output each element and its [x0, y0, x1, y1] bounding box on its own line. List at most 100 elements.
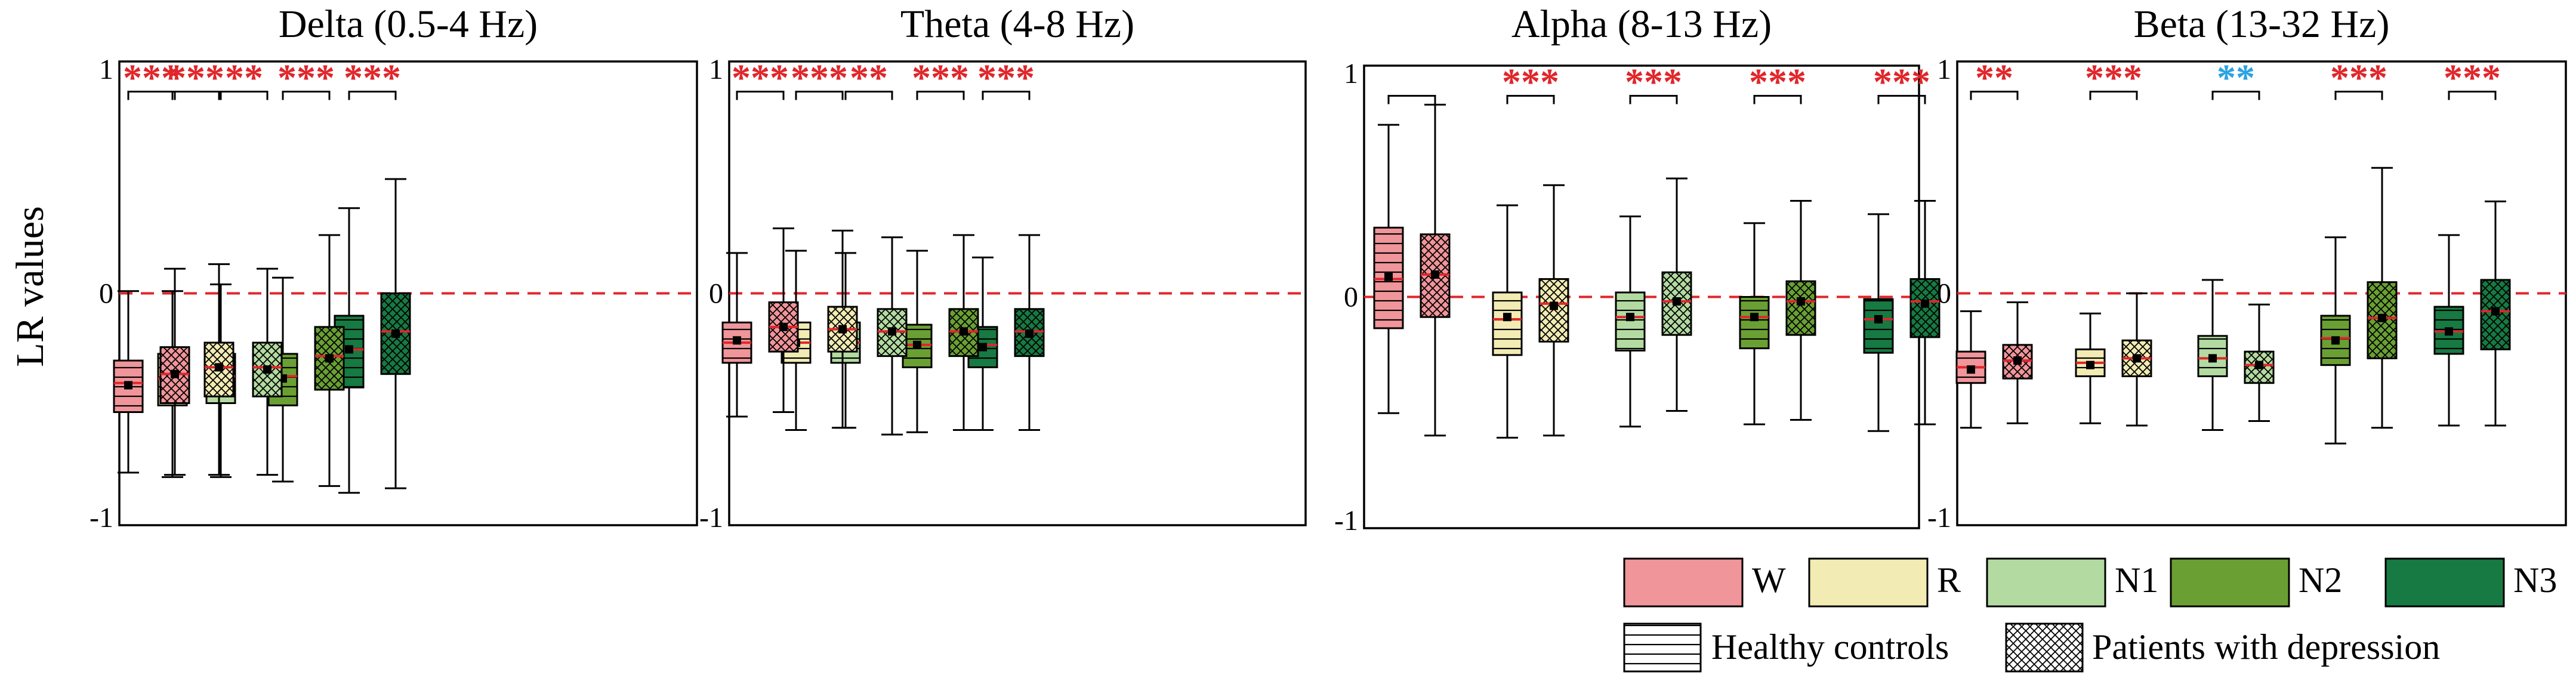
chart-panel: Beta (13-32 Hz)10-1*************	[1927, 2, 2567, 534]
mean-marker	[1503, 313, 1511, 322]
significance-bracket	[795, 91, 844, 100]
box-pattern	[1493, 292, 1522, 355]
y-tick-label: 0	[1937, 278, 1951, 310]
box-patients-N3	[380, 178, 411, 489]
box-patients-R	[203, 263, 235, 476]
mean-marker	[2491, 307, 2500, 316]
box-outline	[2367, 281, 2398, 359]
significance-bracket	[2334, 91, 2383, 100]
significance-bracket	[1877, 94, 1926, 104]
significance-stars: **	[225, 57, 263, 99]
mean-marker	[2086, 360, 2094, 369]
significance-bracket	[844, 91, 893, 100]
box-patients-N1	[2244, 303, 2275, 423]
box-patients-W	[768, 227, 799, 414]
mean-marker	[888, 327, 896, 336]
significance-stars: ***	[912, 57, 969, 99]
chart-panel: Alpha (8-13 Hz)10-1************	[1334, 2, 1941, 537]
box-outline	[1863, 298, 1894, 354]
mean-marker	[2255, 360, 2263, 369]
chart-title: Theta (4-8 Hz)	[900, 2, 1134, 46]
box-healthy-R	[2075, 312, 2106, 424]
box-outline	[203, 341, 235, 397]
significance-bracket	[1506, 94, 1555, 104]
y-tick-label: -1	[1927, 502, 1951, 534]
legend-item-healthy: Healthy controls	[1623, 622, 1949, 673]
significance-bracket	[1753, 94, 1802, 104]
legend-label: R	[1937, 560, 1961, 600]
significance-stars: **	[1975, 57, 2013, 99]
box-outline	[2320, 315, 2351, 366]
significance-stars: ***	[1873, 60, 1930, 103]
box-pattern	[1740, 297, 1769, 349]
significance-bracket	[916, 91, 965, 100]
box-patients-W	[1420, 103, 1451, 437]
mean-marker	[1550, 301, 1558, 310]
box-outline	[1909, 278, 1941, 338]
box-patients-N3	[1014, 234, 1045, 431]
mean-marker	[124, 381, 132, 390]
significance-bracket	[982, 91, 1031, 100]
box-patients-W	[159, 267, 190, 476]
box-outline	[2480, 279, 2511, 350]
box-outline	[380, 292, 411, 375]
box-pattern	[1787, 281, 1815, 335]
mean-marker	[325, 354, 334, 363]
significance-stars: **	[850, 57, 888, 99]
significance-bracket	[2448, 91, 2497, 100]
legend-swatch	[1623, 557, 1744, 608]
box-healthy-N1	[1615, 215, 1646, 428]
significance-stars: ***	[167, 57, 224, 99]
mean-marker	[1025, 329, 1034, 338]
mean-marker	[2208, 354, 2217, 363]
legend-pattern-swatch	[1623, 622, 1702, 673]
mean-marker	[345, 345, 353, 354]
y-tick-label: -1	[90, 502, 113, 534]
significance-bracket	[2211, 91, 2260, 100]
mean-marker	[733, 336, 741, 345]
box-pattern	[1864, 299, 1893, 353]
box-healthy-N3	[2433, 234, 2464, 427]
box-outline	[1661, 271, 1692, 336]
significance-bracket	[127, 91, 176, 100]
significance-stars: ***	[1749, 60, 1806, 103]
mean-marker	[1384, 272, 1393, 281]
y-tick-label: 1	[99, 54, 113, 85]
box-patients-N3	[1909, 199, 1941, 426]
box-healthy-N2	[902, 249, 933, 433]
box-patients-R	[827, 229, 858, 429]
mean-marker	[838, 325, 847, 334]
box-healthy-W	[1955, 310, 1986, 429]
box-healthy-W	[721, 252, 752, 418]
mean-marker	[171, 369, 179, 378]
box-patients-R	[1538, 184, 1569, 437]
chart-panel: Theta (4-8 Hz)10-1**************	[699, 2, 1307, 534]
mean-marker	[1967, 365, 1975, 374]
box-patients-N2	[314, 234, 345, 487]
box-patients-N2	[2367, 167, 2398, 429]
box-healthy-N2	[2320, 236, 2351, 445]
box-outline	[2197, 335, 2228, 377]
chart-title: Delta (0.5-4 Hz)	[279, 2, 538, 46]
legend-label: N2	[2299, 560, 2342, 600]
significance-bracket	[1629, 94, 1678, 104]
y-tick-label: 1	[709, 54, 723, 85]
significance-stars: ***	[791, 57, 848, 99]
mean-marker	[1750, 313, 1759, 322]
mean-marker	[1797, 297, 1805, 306]
box-patients-W	[2002, 301, 2033, 424]
mean-marker	[2133, 354, 2141, 363]
legend-label: W	[1752, 560, 1786, 600]
box-patients-N1	[877, 236, 908, 436]
mean-marker	[1874, 315, 1883, 323]
significance-stars: ***	[977, 57, 1035, 99]
y-tick-label: 1	[1344, 58, 1358, 90]
legend-label: Healthy controls	[1711, 627, 1949, 667]
charts: Delta (0.5-4 Hz)10-1**************Theta …	[90, 2, 2567, 537]
significance-stars: ***	[344, 57, 401, 99]
box-patients-N1	[252, 267, 283, 476]
legend-swatch	[1808, 557, 1929, 608]
mean-marker	[2331, 336, 2340, 345]
